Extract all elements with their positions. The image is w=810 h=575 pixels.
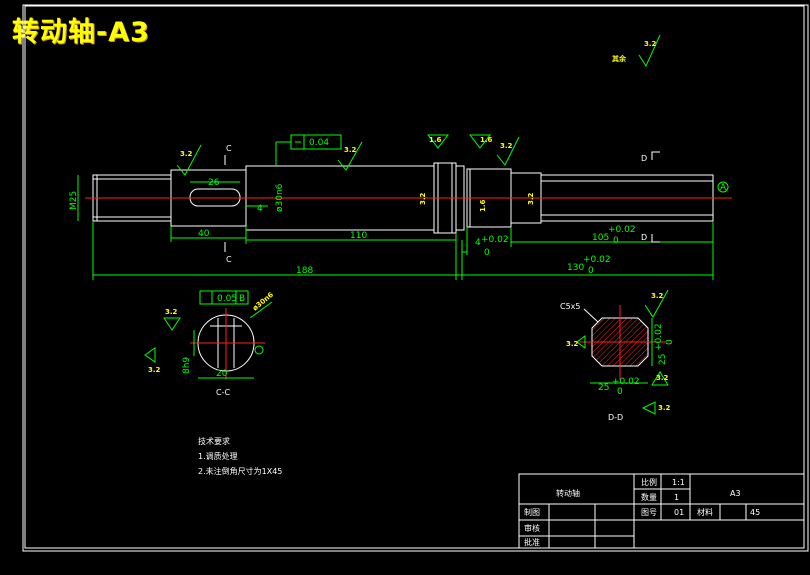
tol-frame-main-value: 0.04: [309, 138, 329, 148]
svg-text:3.2: 3.2: [148, 366, 161, 374]
drawing-number: A3: [730, 489, 741, 498]
svg-text:1.6: 1.6: [479, 199, 487, 212]
dd-height-label: 25: [658, 354, 668, 365]
section-dd-view: 25 +0.02 0 25 +0.02 0 C5x5 3.2 3.2 3.2 3…: [560, 289, 675, 422]
thread-label: M25: [69, 191, 79, 210]
dd-width-label: 25: [598, 383, 609, 393]
svg-text:3.2: 3.2: [344, 146, 357, 154]
svg-text:3.2: 3.2: [500, 142, 513, 150]
roughness-note: 其余: [612, 54, 627, 63]
note-1: 1.调质处理: [198, 451, 238, 461]
sheet-label: 图号: [641, 508, 657, 517]
length-105-tol-low: 0: [613, 236, 619, 246]
svg-text:3.2: 3.2: [419, 192, 427, 205]
main-shaft-view: [85, 162, 732, 234]
len-4-tol-low: 0: [484, 248, 490, 258]
dd-width-tol: +0.02: [612, 377, 640, 387]
svg-text:1.6: 1.6: [429, 136, 442, 144]
title-block: 转动轴 比例 1:1 数量 1 A3 图号 01 材料 45 制图 审核 批准: [518, 473, 805, 549]
dd-width-tol-low: 0: [617, 387, 623, 397]
cc-datum: B: [239, 294, 245, 304]
len-4-label: 4: [475, 238, 481, 248]
svg-text:3.2: 3.2: [566, 340, 579, 348]
section-cc-label: C-C: [216, 388, 230, 397]
length-130-label: 130: [567, 263, 584, 273]
drawn-label: 制图: [524, 507, 540, 517]
review-label: 批准: [524, 537, 540, 547]
len-4-tol: +0.02: [481, 235, 509, 245]
cc-width-label: 20: [216, 369, 228, 379]
length-105-label: 105: [592, 233, 609, 243]
section-c-top: C: [226, 144, 232, 153]
cc-height-label: 8h9: [182, 357, 192, 374]
length-110-label: 110: [350, 231, 367, 241]
sheet-value: 01: [674, 508, 684, 517]
svg-text:3.2: 3.2: [656, 374, 669, 382]
material-label: 材料: [697, 507, 713, 517]
diameter-label: ø30n6: [275, 183, 285, 212]
scale-value: 1:1: [672, 478, 685, 487]
length-188-label: 188: [296, 266, 313, 276]
technical-notes: 技术要求 1.调质处理 2.未注倒角尺寸为1X45: [198, 436, 282, 476]
left-length-label: 40: [198, 229, 210, 239]
roughness-symbols-main: 3.2 3.2 1.6 1.6 3.2 3.2 1.6 3.2: [176, 134, 535, 212]
length-130-tol: +0.02: [583, 255, 611, 265]
qty-label: 数量: [641, 492, 657, 502]
note-2: 2.未注倒角尺寸为1X45: [198, 466, 282, 476]
svg-text:1.6: 1.6: [480, 136, 493, 144]
svg-text:3.2: 3.2: [165, 308, 178, 316]
dd-height-tol-low: 0: [665, 339, 675, 345]
part-name: 转动轴: [556, 488, 580, 498]
svg-text:0.05: 0.05: [217, 294, 237, 304]
section-d-bottom: D: [641, 233, 647, 242]
tolerance-frame-main: 0.04: [275, 134, 342, 166]
svg-text:ø30n6: ø30n6: [251, 291, 275, 313]
check-label: 审核: [524, 523, 540, 533]
dd-chamfer-label: C5x5: [560, 302, 581, 311]
section-d-top: D: [641, 154, 647, 163]
length-105-tol: +0.02: [608, 225, 636, 235]
section-c-bottom: C: [226, 255, 232, 264]
svg-text:3.2: 3.2: [658, 404, 671, 412]
roughness-symbol-general: 3.2 其余: [612, 34, 661, 68]
svg-text:3.2: 3.2: [651, 292, 664, 300]
sheet-title: 转动轴-A3: [12, 17, 150, 48]
qty-value: 1: [674, 493, 679, 502]
svg-text:3.2: 3.2: [180, 150, 193, 158]
length-130-tol-low: 0: [588, 266, 594, 276]
outer-border: [22, 4, 809, 552]
drawing-frame: [24, 5, 805, 549]
datum-a: A: [720, 183, 727, 193]
notes-heading: 技术要求: [198, 436, 230, 446]
key-depth-label: 4: [257, 204, 263, 214]
section-cc-view: 20 8h9 C-C 0.05 B 3.2 3.2 ø30n6: [144, 290, 275, 397]
roughness-value: 3.2: [644, 40, 657, 48]
section-dd-label: D-D: [608, 413, 623, 422]
dd-height-tol: +0.02: [654, 323, 664, 351]
main-dimensions: M25 26 4 ø30n6 40 110 188 4 +0.02 0 105 …: [69, 144, 729, 280]
material-value: 45: [750, 508, 760, 517]
svg-text:3.2: 3.2: [527, 192, 535, 205]
key-width-label: 26: [208, 178, 220, 188]
scale-label: 比例: [641, 477, 657, 487]
